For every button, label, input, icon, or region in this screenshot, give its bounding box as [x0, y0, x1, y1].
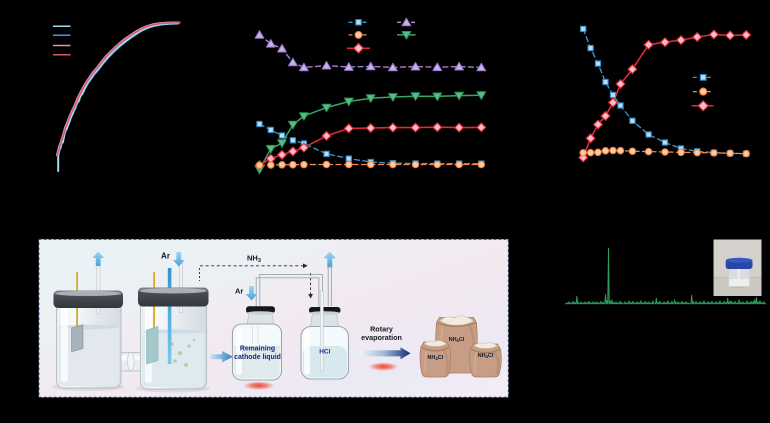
- svg-text:NH4Cl: NH4Cl: [427, 355, 443, 361]
- svg-text:Ar: Ar: [161, 252, 170, 261]
- svg-text:evaporation: evaporation: [361, 333, 402, 342]
- svg-text:NH3: NH3: [247, 254, 261, 265]
- svg-text:HCl: HCl: [319, 349, 330, 356]
- svg-text:NH4Cl: NH4Cl: [449, 337, 465, 343]
- svg-text:Rotary: Rotary: [370, 325, 393, 334]
- svg-text:NH4Cl: NH4Cl: [478, 353, 494, 359]
- svg-text:Ar: Ar: [235, 287, 243, 296]
- svg-text:cathode liquid: cathode liquid: [234, 354, 281, 361]
- svg-text:Remaining: Remaining: [240, 346, 275, 353]
